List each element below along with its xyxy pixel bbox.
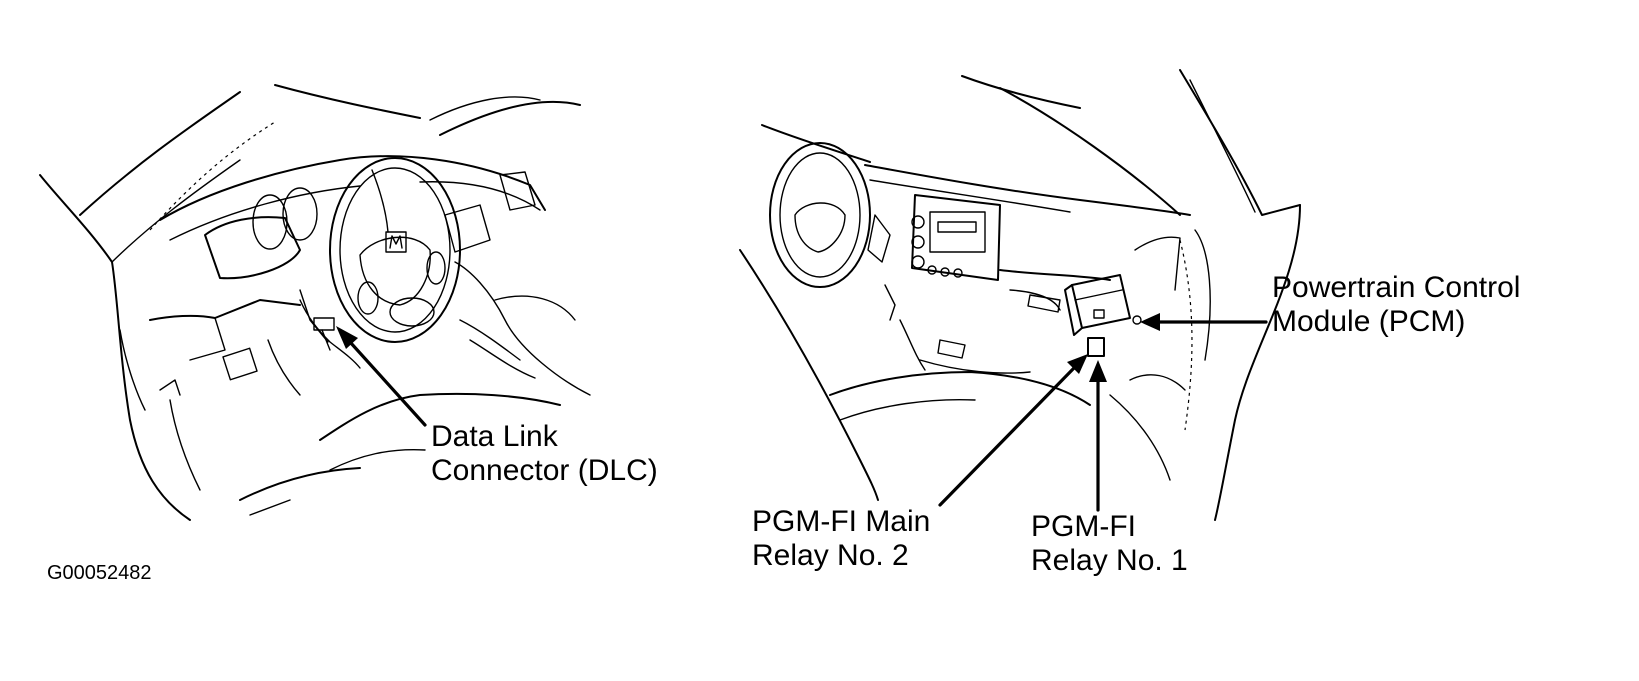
passenger-side-interior-drawing: [739, 69, 1301, 521]
pcm-callout: Powertrain Control Module (PCM): [1272, 271, 1520, 339]
dlc-leader-arrow: [336, 326, 427, 427]
pcm-leader-arrow: [1140, 313, 1268, 331]
dlc-callout: Data Link Connector (DLC): [431, 420, 658, 488]
main-relay-no2-leader-arrow: [938, 354, 1088, 507]
main-relay-no2-callout-line2: Relay No. 2: [752, 539, 909, 572]
driver-side-interior-drawing: [39, 84, 591, 521]
relay-no1-callout: PGM-FI Relay No. 1: [1031, 510, 1188, 578]
relay-no1-leader-arrow: [1089, 360, 1107, 512]
relay-no1-callout-line1: PGM-FI: [1031, 510, 1136, 543]
pcm-callout-line2: Module (PCM): [1272, 305, 1466, 338]
dlc-callout-line2: Connector (DLC): [431, 454, 658, 487]
pcm-callout-line1: Powertrain Control: [1272, 271, 1521, 304]
figure-code: G00052482: [47, 562, 152, 584]
main-relay-no2-callout: PGM-FI Main Relay No. 2: [752, 505, 930, 573]
relay-no1-callout-line2: Relay No. 1: [1031, 544, 1188, 577]
main-relay-no2-callout-line1: PGM-FI Main: [752, 505, 931, 538]
dlc-callout-line1: Data Link: [431, 420, 558, 453]
